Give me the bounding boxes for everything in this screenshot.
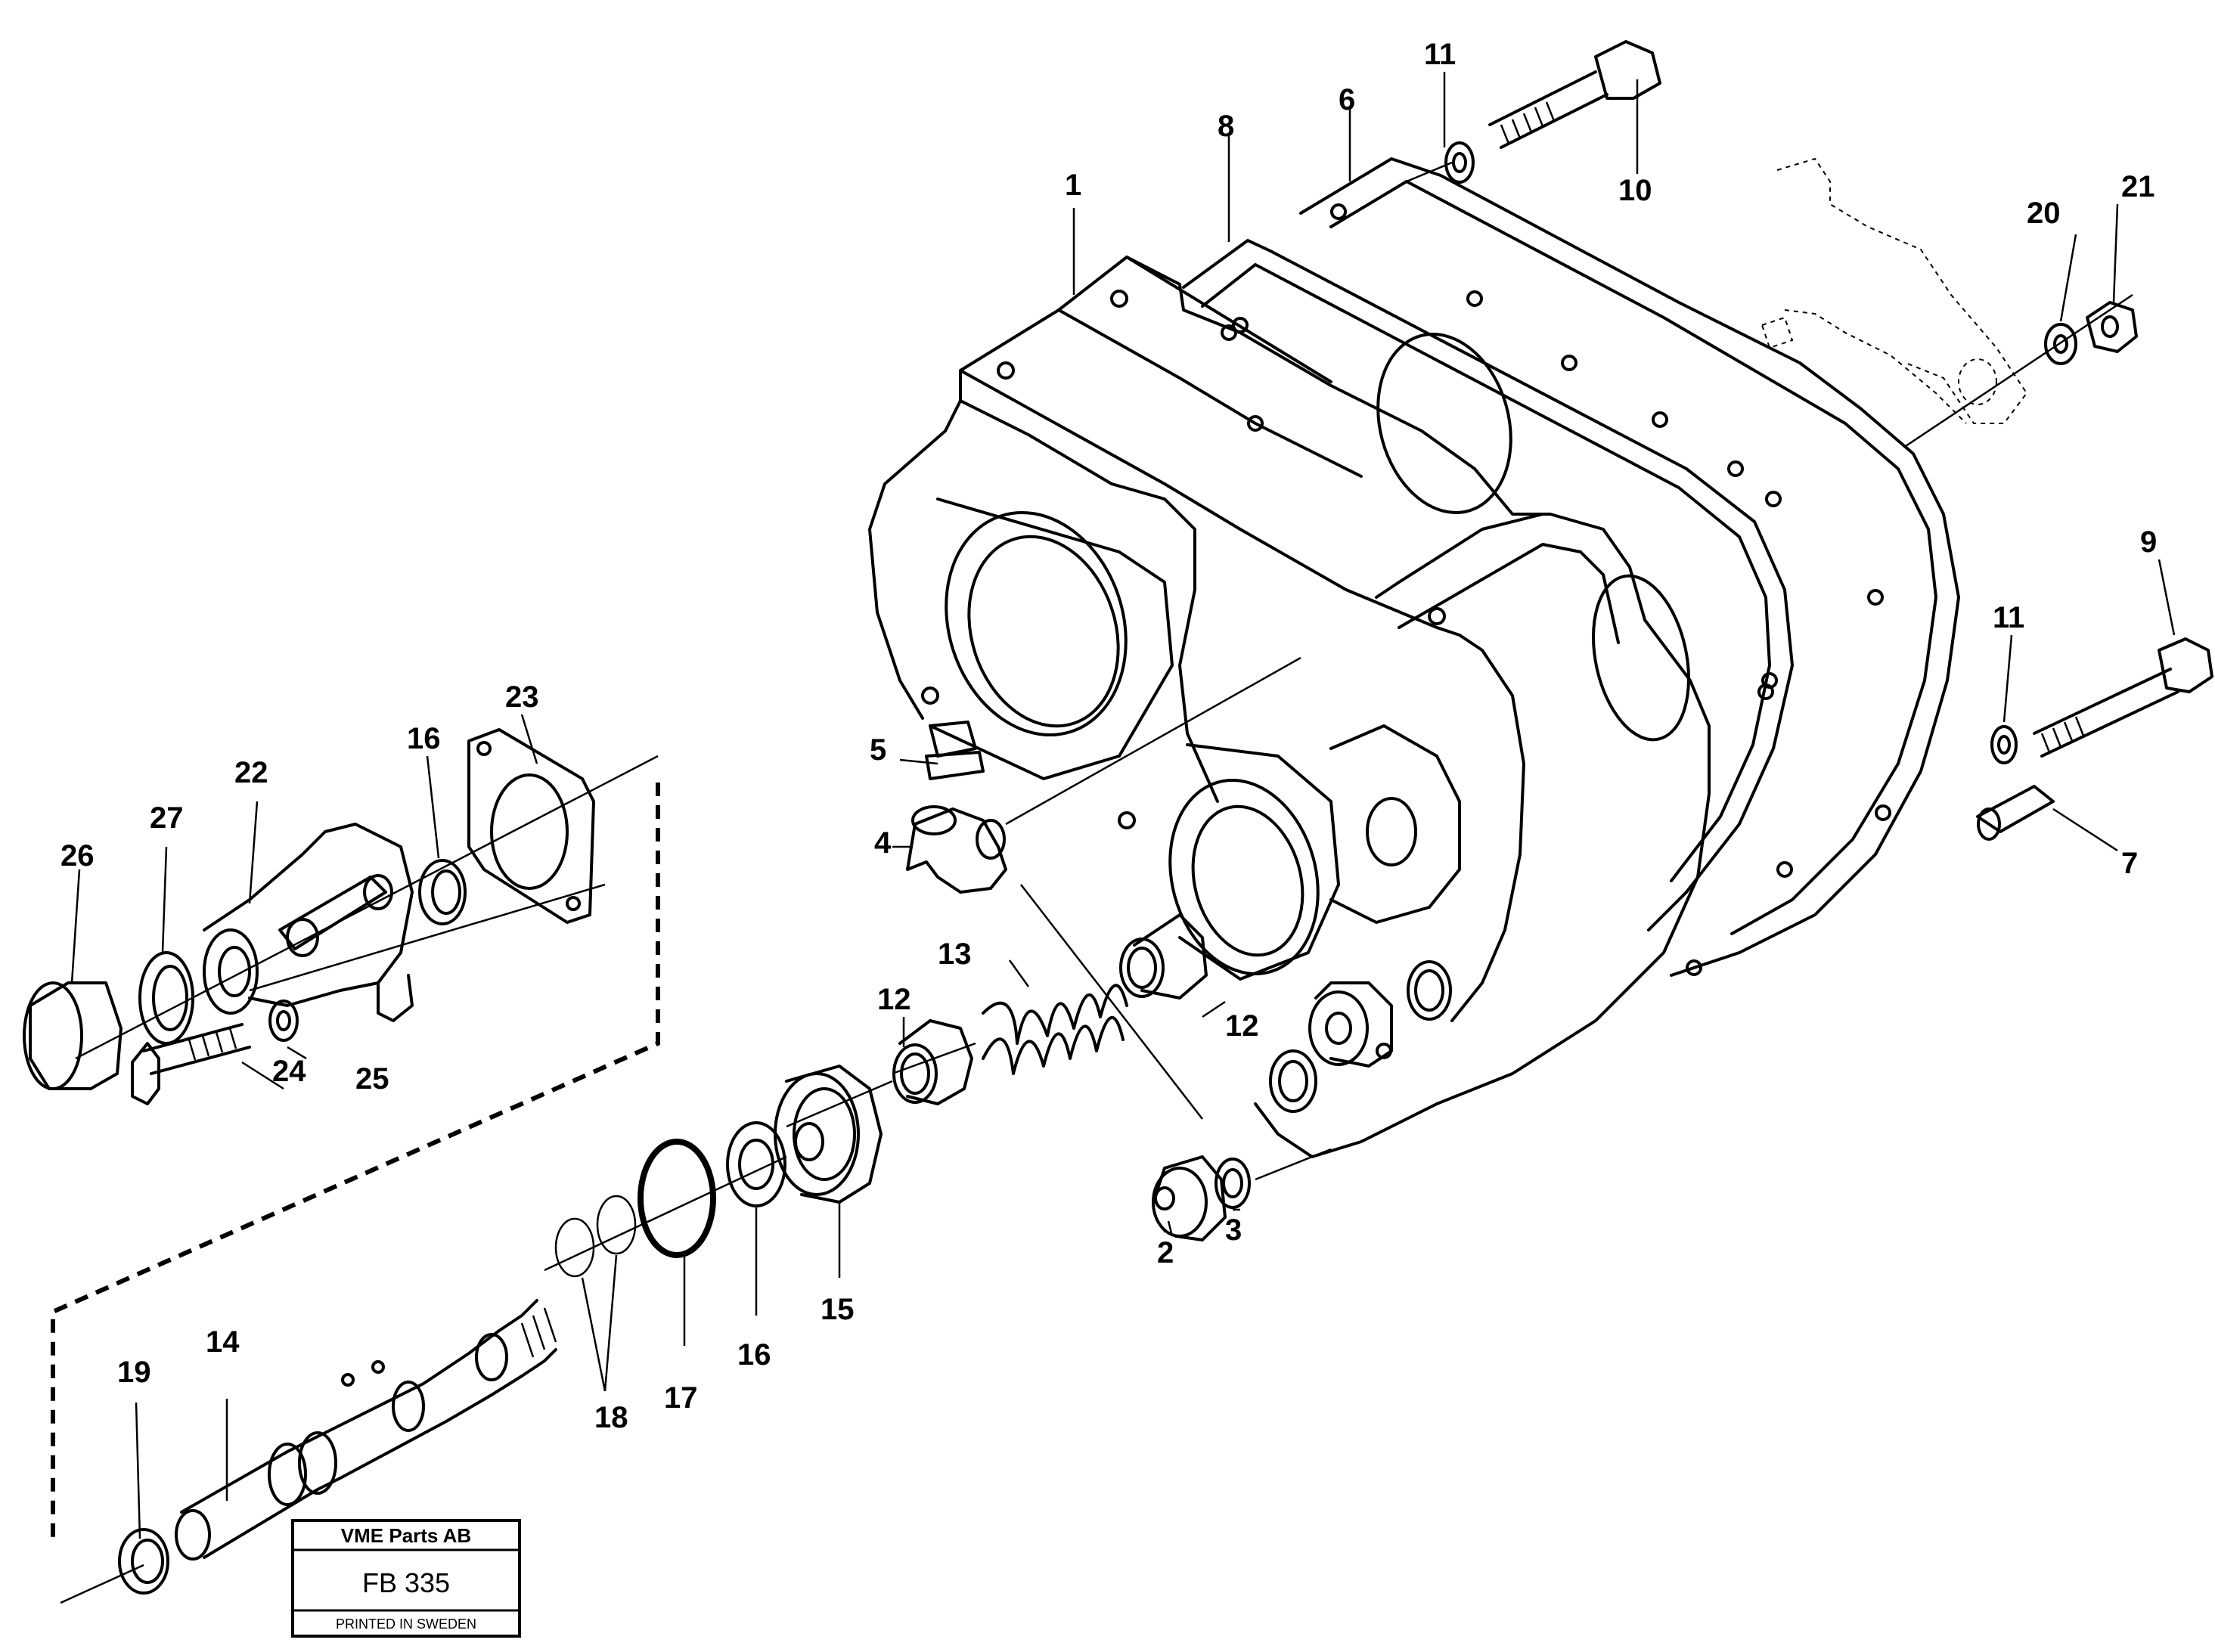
callout-27: 27 [150,801,184,835]
callout-13: 13 [938,938,972,971]
callout-17: 17 [664,1381,698,1415]
callout-24: 24 [272,1055,306,1088]
callout-11-top: 11 [1424,38,1456,71]
title-block: VME Parts AB FB 335 PRINTED IN SWEDEN [291,1519,521,1638]
callout-18: 18 [594,1401,628,1434]
title-block-company: VME Parts AB [341,1524,471,1547]
callout-21: 21 [2121,170,2155,203]
gearbox-housing-drawing [868,157,1960,1158]
callout-22: 22 [234,756,268,789]
callout-9: 9 [2140,525,2157,559]
callout-14: 14 [206,1325,240,1359]
callout-19: 19 [117,1356,151,1389]
callout-7: 7 [2121,847,2138,880]
callout-25: 25 [355,1062,389,1096]
side-cover-assembly-drawing [23,728,660,1542]
callout-20: 20 [2027,197,2061,230]
callout-15: 15 [821,1293,855,1326]
leader-lines [70,72,2176,1539]
title-block-code: FB 335 [362,1567,450,1598]
callout-4: 4 [874,826,892,860]
callout-8: 8 [1218,110,1234,143]
title-block-printed: PRINTED IN SWEDEN [336,1616,476,1632]
callout-2: 2 [1157,1236,1174,1269]
bolts-top-drawing [1406,40,2213,841]
callout-5: 5 [870,733,886,767]
callout-16-left: 16 [407,722,441,755]
callout-3: 3 [1225,1213,1242,1247]
callout-26: 26 [60,839,95,872]
elbow-fitting-drawing [906,656,1301,894]
spring-assembly-drawing [544,913,1208,1278]
callout-12-upper: 12 [1225,1009,1259,1043]
callout-10: 10 [1618,174,1652,207]
ghost-linkage-drawing [1761,157,2133,448]
shaft-drawing [60,1299,557,1604]
callout-11-right: 11 [1993,601,2024,634]
callout-23: 23 [505,680,539,714]
callout-6: 6 [1339,83,1355,116]
callout-12-lower: 12 [877,983,911,1016]
plug-drawing [1020,884,1332,1241]
callout-numbers: 1 2 3 4 5 6 7 8 9 10 11 11 12 12 13 14 1… [60,38,2157,1434]
callout-16-center: 16 [737,1338,771,1372]
callout-1: 1 [1065,169,1081,202]
